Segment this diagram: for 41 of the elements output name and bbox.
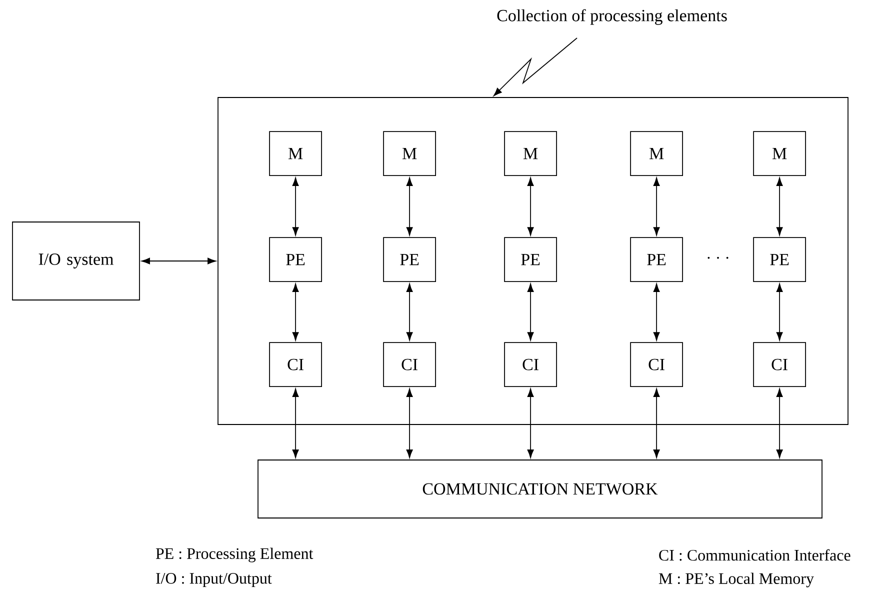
arrow: [653, 178, 660, 236]
interface-box: CI: [269, 342, 322, 387]
network-box: COMMUNICATION NETWORK: [258, 460, 822, 518]
interface-box: CI: [504, 342, 557, 387]
interface-box: CI: [753, 342, 806, 387]
arrow: [653, 388, 660, 458]
interface-box: CI: [383, 342, 436, 387]
leader-arrow: [494, 38, 578, 96]
arrow: [527, 284, 534, 341]
legend-text: I/O : Input/Output: [156, 573, 272, 587]
arrow: [527, 178, 534, 236]
arrow: [653, 284, 660, 341]
legend-text: CI : Communication Interface: [659, 549, 850, 561]
callout-text: Collection of processing elements: [497, 9, 727, 25]
arrow: [776, 178, 783, 236]
memory-box: M: [504, 131, 557, 176]
arrow: [406, 388, 413, 458]
arrow: [527, 388, 534, 458]
legend-text: PE : Processing Element: [156, 548, 314, 562]
io-system-box: I/O system: [12, 222, 140, 300]
arrow: [292, 178, 299, 236]
arrow: [292, 388, 299, 458]
arrow: [406, 284, 413, 341]
processing-element-box: PE: [630, 237, 683, 282]
interface-box: CI: [630, 342, 683, 387]
memory-box: M: [630, 131, 683, 176]
processing-element-box: PE: [269, 237, 322, 282]
arrow: [292, 284, 299, 341]
arrow: [776, 284, 783, 341]
processing-element-box: PE: [383, 237, 436, 282]
ellipsis-dots: · · ·: [708, 256, 728, 259]
arrow: [776, 388, 783, 458]
memory-box: M: [383, 131, 436, 176]
processing-elements-frame: [218, 97, 848, 425]
memory-box: M: [269, 131, 322, 176]
legend-text: M : PE’s Local Memory: [658, 572, 814, 588]
arrow: [141, 258, 216, 264]
processing-element-box: PE: [753, 237, 806, 282]
memory-box: M: [753, 131, 806, 176]
arrow: [406, 178, 413, 236]
processing-element-box: PE: [504, 237, 557, 282]
